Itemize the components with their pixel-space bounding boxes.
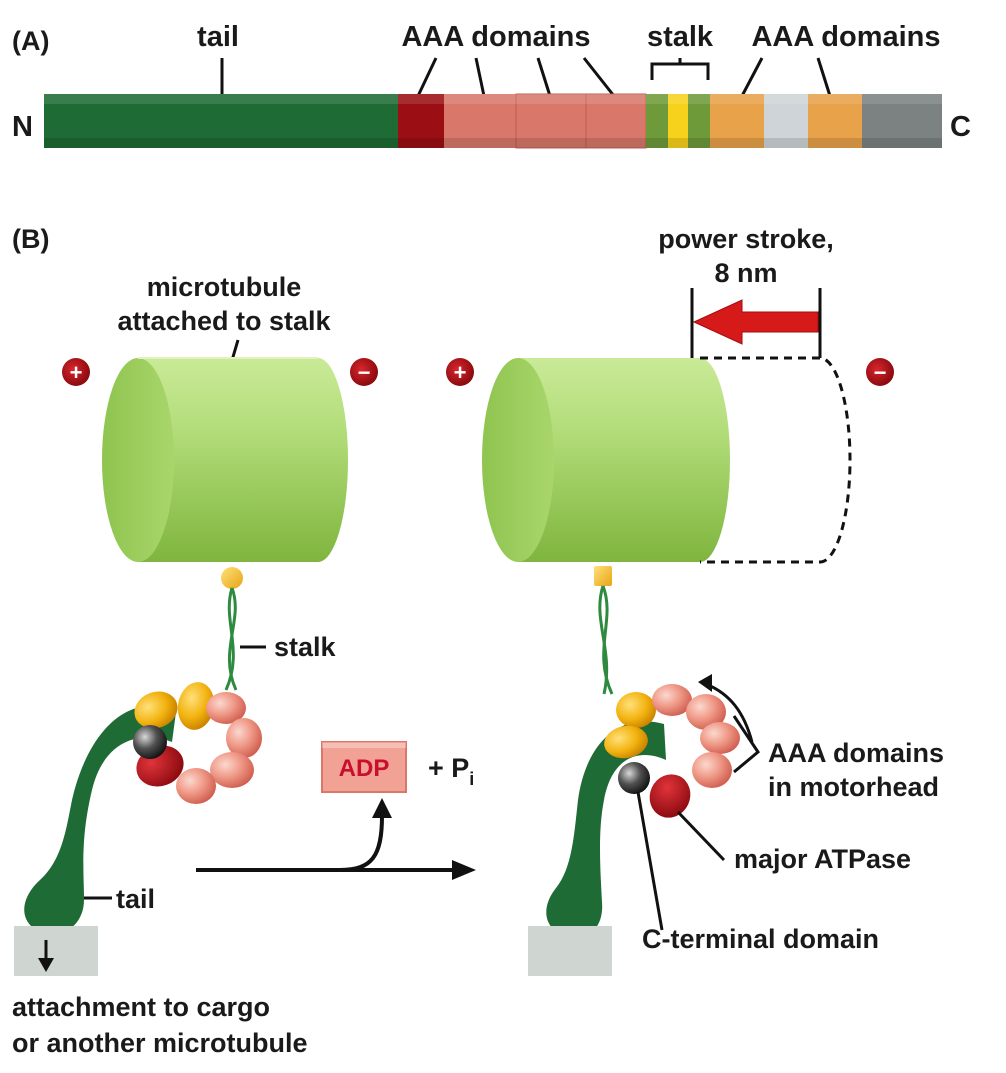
power-stroke-arrow [690, 288, 822, 358]
aaa-domains-left-label: AAA domains [401, 21, 590, 53]
microtubule-label-line2: attached to stalk [117, 306, 331, 336]
attachment-label-line1: attachment to cargo [12, 992, 270, 1022]
svg-text:−: − [358, 360, 371, 385]
stalk-label-a: stalk [647, 21, 714, 53]
major-atpase-label: major ATPase [734, 844, 911, 874]
adp-box: ADP [321, 741, 407, 793]
aaa-domains-right-label: AAA domains [751, 21, 940, 53]
linker-segment [764, 94, 808, 148]
stalk-label-b: stalk [274, 632, 337, 662]
tail-label-b: tail [116, 884, 155, 914]
aaa-motorhead-label-line1: AAA domains [768, 738, 944, 768]
dynein-left [24, 567, 266, 935]
aaa6-segment [808, 94, 862, 148]
svg-text:−: − [874, 360, 887, 385]
stalk-tip-left [221, 567, 243, 589]
plus-sign-left: + [62, 358, 90, 386]
stalk-segment-2 [688, 94, 710, 148]
aaa-motorhead-label-line2: in motorhead [768, 772, 939, 802]
aaa2-segment [444, 94, 516, 148]
aaa5-segment [710, 94, 764, 148]
microtubule-label-line1: microtubule [147, 272, 302, 302]
svg-text:+: + [454, 360, 467, 385]
minus-sign-right: − [866, 358, 894, 386]
c-terminal-segment [862, 94, 942, 148]
attachment-label-line2: or another microtubule [12, 1028, 308, 1058]
microtubule-right [482, 358, 730, 562]
tail-label-a: tail [197, 21, 239, 53]
microtubule-left [102, 357, 348, 562]
aaa4-segment [585, 93, 647, 149]
power-stroke-label-line2: 8 nm [714, 258, 777, 288]
power-stroke-label-line1: power stroke, [658, 224, 834, 254]
svg-text:+: + [70, 360, 83, 385]
minus-sign-left: − [350, 358, 378, 386]
panel-b-label: (B) [12, 224, 49, 254]
dynein-right [546, 566, 754, 938]
tail-left [24, 705, 176, 935]
domain-bar [44, 93, 942, 149]
cargo-block-right [528, 926, 612, 976]
plus-sign-right: + [446, 358, 474, 386]
cargo-block-left [14, 926, 98, 976]
aaa1-segment [398, 94, 444, 148]
aaa3-segment [515, 93, 587, 149]
c-terminal-domain-label: C-terminal domain [642, 924, 879, 954]
stalk-segment-1 [646, 94, 668, 148]
tail-right [546, 721, 666, 938]
stalk-tip-segment [668, 94, 688, 148]
panel-a-label: (A) [12, 26, 49, 56]
n-terminus-label: N [12, 111, 33, 143]
tail-segment [44, 94, 398, 148]
reaction-arrow [196, 798, 476, 880]
original-position-outline [700, 356, 852, 564]
c-terminus-label: C [950, 111, 971, 143]
panel-a-leaders [220, 57, 832, 97]
adp-label: ADP [339, 755, 390, 782]
plus-pi-label: + Pi [428, 753, 474, 789]
stalk-tip-right [594, 566, 612, 586]
